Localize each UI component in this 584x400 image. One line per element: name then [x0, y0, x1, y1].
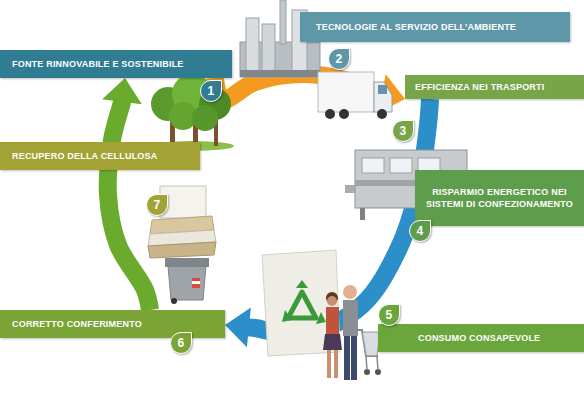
step-number: 2: [328, 48, 350, 70]
cycle-arrow: [102, 78, 150, 310]
step-number: 5: [378, 304, 400, 326]
tree-illustration: [150, 74, 234, 151]
step-band: FONTE RINNOVABILE E SOSTENIBILE1: [0, 50, 232, 78]
step-number: 1: [200, 80, 222, 102]
cycle-arrow: [215, 74, 405, 113]
arrow-shaft: [215, 74, 384, 100]
step-label: RECUPERO DELLA CELLULOSA: [12, 150, 157, 162]
recycle-sheet-illustration: [262, 250, 340, 356]
step-band: TECNOLOGIE AL SERVIZIO DELL’AMBIENTE2: [300, 12, 570, 42]
step-label: TECNOLOGIE AL SERVIZIO DELL’AMBIENTE: [316, 21, 516, 33]
arrow-head: [377, 74, 405, 113]
step-label: FONTE RINNOVABILE E SOSTENIBILE: [12, 58, 184, 70]
step-label: CORRETTO CONFERIMENTO: [12, 318, 142, 330]
cycle-arrow: [225, 99, 430, 347]
step-band: CONSUMO CONSAPEVOLE5: [378, 324, 584, 352]
step-label: CONSUMO CONSAPEVOLE: [418, 332, 540, 344]
step-band: CORRETTO CONFERIMENTO6: [0, 310, 225, 338]
arrow-shaft: [247, 99, 430, 336]
step-label: RISPARMIO ENERGETICO NEI SISTEMI DI CONF…: [423, 186, 576, 210]
truck-illustration: [318, 72, 392, 119]
shoppers-illustration: [323, 285, 381, 380]
step-number: 3: [392, 120, 414, 142]
step-number: 6: [170, 332, 192, 354]
bin-illustration: [165, 258, 209, 304]
step-band: EFFICIENZA NEI TRASPORTI3: [405, 75, 584, 99]
step-number: 7: [146, 194, 168, 216]
step-band: RECUPERO DELLA CELLULOSA7: [0, 142, 200, 170]
step-label: EFFICIENZA NEI TRASPORTI: [415, 81, 544, 93]
arrow-shaft: [108, 100, 150, 310]
arrow-head: [102, 78, 142, 104]
arrow-head: [225, 307, 251, 347]
step-band: RISPARMIO ENERGETICO NEI SISTEMI DI CONF…: [415, 170, 584, 226]
step-number: 4: [409, 220, 431, 242]
